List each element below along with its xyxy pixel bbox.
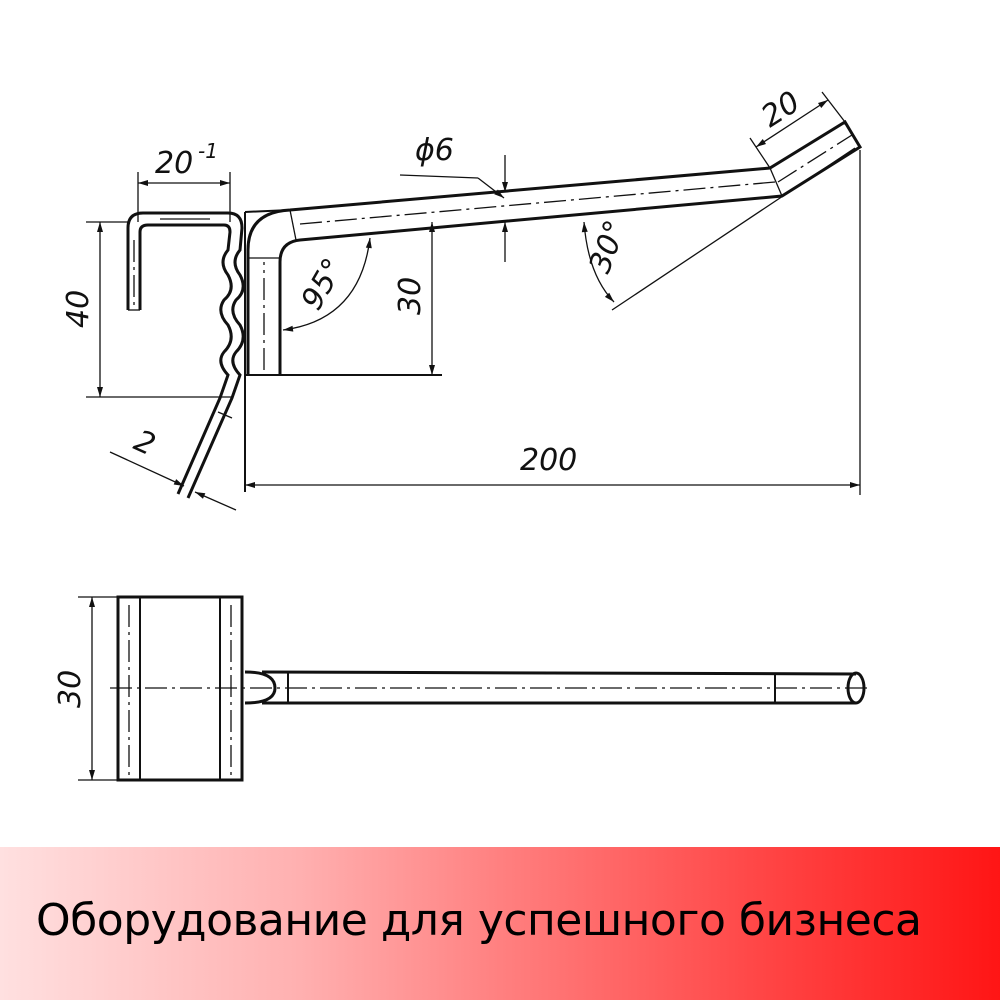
- dim-rod-diameter-label: ϕ6: [415, 133, 454, 168]
- slogan-text: Оборудование для успешного бизнеса: [36, 895, 922, 946]
- dim-hook-height: 40: [61, 221, 232, 398]
- dim-thickness-label: 2: [129, 423, 161, 463]
- dim-rise: 30: [393, 222, 435, 375]
- dim-tip-length-label: 20: [755, 85, 806, 135]
- dim-hook-width-tolerance: -1: [198, 139, 218, 163]
- dim-rod-diameter: ϕ6: [399, 133, 508, 262]
- dim-hook-width-label: 20: [155, 146, 193, 181]
- clip-bracket: [126, 211, 245, 499]
- dim-total-length-label: 200: [520, 443, 577, 478]
- dim-plan-width: 30: [53, 596, 118, 781]
- dim-plan-width-label: 30: [53, 670, 88, 708]
- dim-thickness: 2: [109, 423, 237, 511]
- dim-bend-angle-label: 95°: [295, 252, 352, 316]
- plan-view: [110, 595, 870, 782]
- dim-hook-height-label: 40: [61, 290, 96, 328]
- dim-total-length: 200: [245, 150, 861, 495]
- dim-hook-width: 20 -1: [137, 139, 231, 222]
- dim-rise-label: 30: [393, 277, 428, 315]
- dim-tip-length: 20: [749, 85, 846, 169]
- dim-tip-angle-label: 30°: [583, 216, 634, 278]
- slogan-banner: Оборудование для успешного бизнеса: [0, 847, 1000, 1000]
- dim-bend-angle: 95°: [282, 237, 372, 332]
- technical-drawing: 20 -1 40 2 95° 30 ϕ6 30°: [53, 85, 870, 782]
